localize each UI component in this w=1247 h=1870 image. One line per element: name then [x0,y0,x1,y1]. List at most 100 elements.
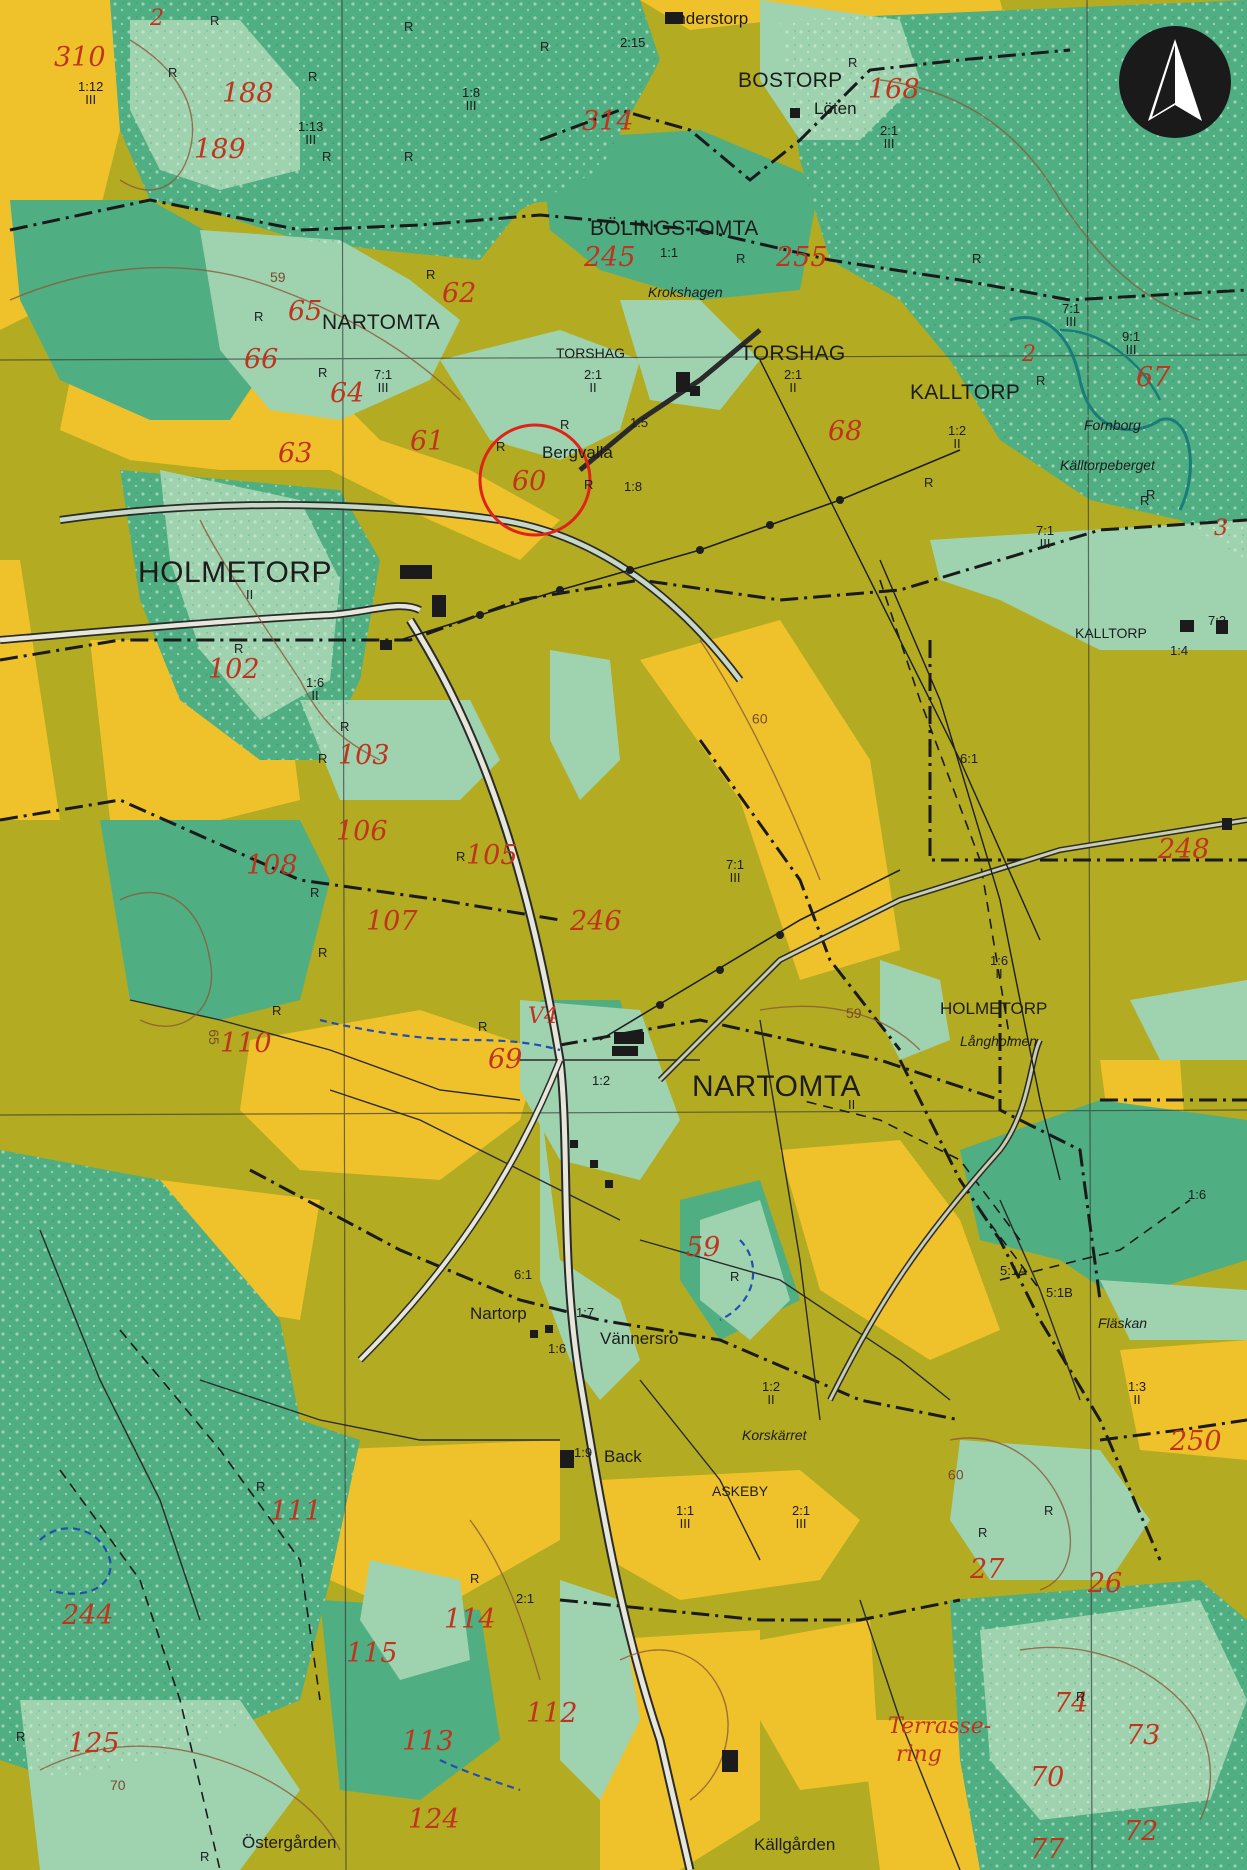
rock-symbol: R [272,1003,282,1018]
power-line [399,359,1061,1181]
red-number: 64 [330,378,365,409]
parcel-ratio: 7:3 [1208,613,1227,628]
red-number: 106 [336,816,388,847]
red-number: 2 [150,6,164,31]
red-number: 67 [1136,362,1171,393]
contour-value: 70 [110,1777,126,1793]
red-number: V4 [528,1004,558,1029]
rock-symbol: R [200,1849,210,1864]
red-number: 65 [288,296,323,327]
parcel-ratio: 1:4 [1170,643,1189,658]
parcel-ratio: 2:15 [620,35,646,50]
contour-value: 65 [205,1029,222,1045]
rock-symbol: R [1076,1689,1086,1704]
red-number: 27 [970,1554,1005,1585]
red-number: 59 [686,1232,721,1263]
rock-symbol: R [210,13,220,28]
red-number: 3 [1214,516,1228,541]
place-anderstorp: Anderstorp [665,9,749,28]
place-vannersro: Vännersro [600,1329,679,1348]
red-number: 60 [512,466,547,497]
rock-symbol: R [318,751,328,766]
parcel-ratio: 6:1 [514,1267,533,1282]
rock-symbol: R [340,719,350,734]
red-number: 248 [1158,834,1210,865]
red-number: 102 [208,654,260,685]
red-number: 188 [222,78,274,109]
parcel-ratio: 1:6 [548,1341,567,1356]
rock-symbol: R [404,19,414,34]
place-bolingstomta: BÖLINGSTOMTA [590,217,759,240]
place-nartorp: Nartorp [470,1304,527,1323]
parcel-ratio: 5:1A [1000,1263,1027,1278]
place-nartomta-north: NARTOMTA [322,311,440,334]
parcel-ratio: II [848,1097,856,1112]
dashed-field-lines [59,579,1191,1870]
red-number: 62 [442,278,477,309]
rock-symbol: R [254,309,264,324]
rock-symbol: R [584,477,594,492]
red-number: 77 [1030,1834,1065,1865]
red-number: 70 [1030,1762,1065,1793]
red-number: 310 [54,42,106,73]
rock-symbol: R [1044,1503,1054,1518]
parcel-ratio: II [246,587,254,602]
place-holmetorp: HOLMETORP [138,556,332,589]
rock-symbol: R [456,849,466,864]
red-number: 111 [270,1496,322,1527]
contour-value: 09 [752,711,768,727]
rock-symbol: R [426,267,436,282]
red-number: 113 [402,1726,454,1757]
red-number: 103 [338,740,390,771]
highlight-circle [478,423,592,537]
rock-symbol: R [540,39,550,54]
rock-symbol: R [496,439,506,454]
place-torshag-west: TORSHAG [556,345,625,361]
red-number: 107 [366,906,418,937]
buildings [380,12,1232,1772]
place-bostorp: BOSTORP [738,69,843,92]
red-annotation: Terrasse- [888,1714,992,1739]
roads [0,328,1247,1870]
red-annotation: ring [896,1742,942,1767]
red-number: 68 [828,416,863,447]
red-number: 61 [410,426,445,457]
red-number: 115 [346,1638,398,1669]
rock-symbol: R [736,251,746,266]
rock-symbol: R [318,945,328,960]
parcel-ratio: 1:8 [624,479,643,494]
red-number: 124 [408,1804,460,1835]
red-number: 63 [278,438,313,469]
red-number: 245 [584,242,636,273]
place-krokshagen: Krokshagen [648,284,723,300]
place-kalltorp: KALLTORP [910,381,1021,404]
north-arrow-icon [1119,26,1231,138]
rock-symbol: R [234,641,244,656]
place-korskarret: Korskärret [742,1427,807,1443]
fornborg-inner [1059,328,1162,401]
place-ostergarden: Östergården [242,1833,337,1852]
red-number: 255 [776,242,828,273]
rock-symbol: R [924,475,934,490]
place-kalltorpeberget: Källtorpeberget [1060,457,1155,473]
red-number: 69 [488,1044,523,1075]
rock-symbol: R [16,1729,26,1744]
red-number: 2 [1022,342,1036,367]
contours [9,39,1212,1851]
parcel-ratio: 1:2 [592,1073,611,1088]
rock-symbol: R [256,1479,266,1494]
red-number: 26 [1088,1568,1123,1599]
field-lines [39,999,1081,1870]
streams [39,1018,755,1792]
